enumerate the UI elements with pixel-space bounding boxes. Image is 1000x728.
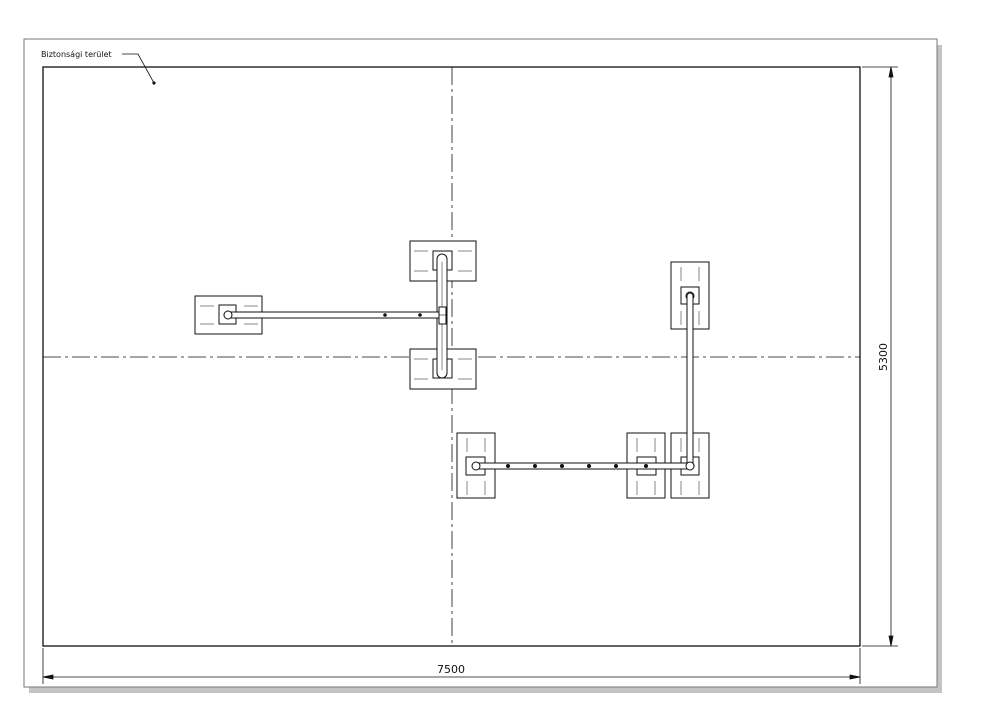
pipe-junction xyxy=(438,306,447,325)
height-dimension xyxy=(862,66,898,647)
equipment-group-lower xyxy=(456,261,710,499)
sheet-paper xyxy=(23,38,938,688)
horizontal-pipe-upper xyxy=(223,311,443,319)
safety-area-boundary xyxy=(42,66,861,647)
equipment-group-upper xyxy=(194,240,477,390)
safety-area-label: Biztonsági terület xyxy=(41,50,112,59)
label-leader-line xyxy=(122,53,155,84)
vertical-pipe-lower xyxy=(686,292,694,467)
label-leader-dot xyxy=(152,81,156,85)
height-dimension-value: 5300 xyxy=(877,343,890,371)
width-dimension xyxy=(42,648,861,684)
width-dimension-value: 7500 xyxy=(437,663,465,676)
